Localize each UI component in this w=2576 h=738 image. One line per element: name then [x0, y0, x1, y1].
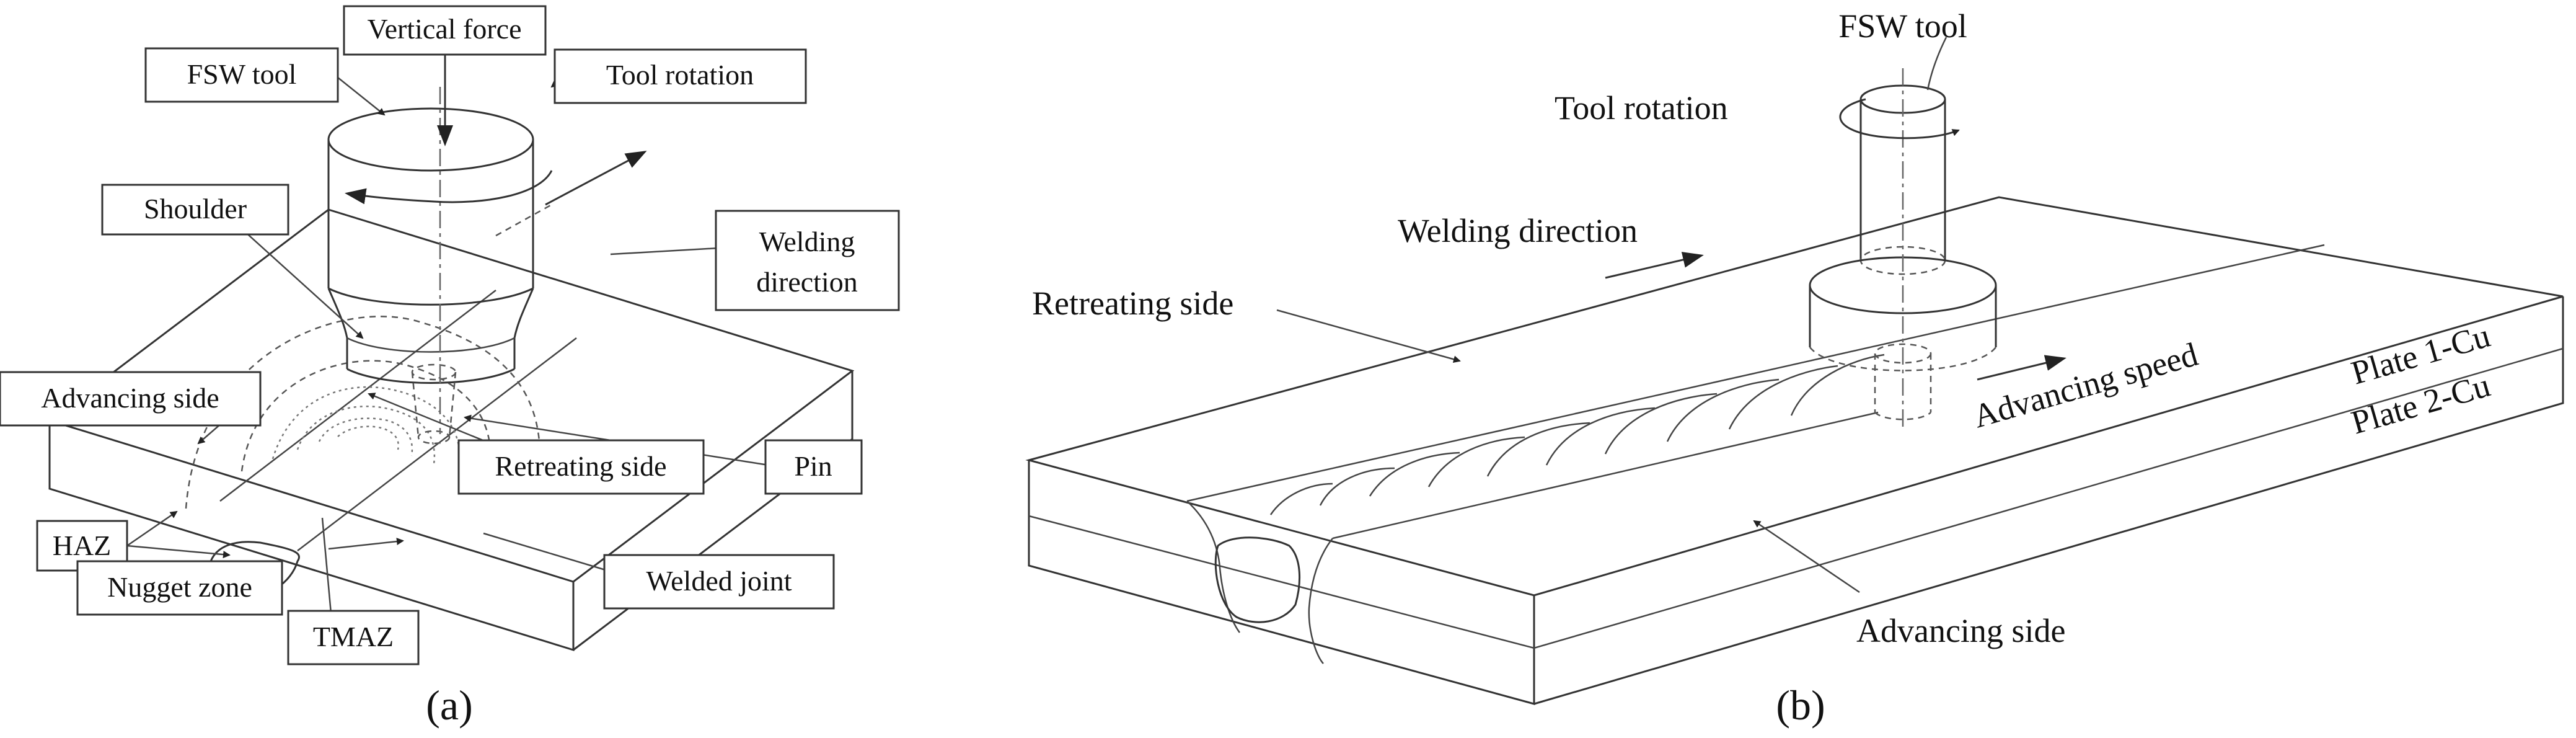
label-welding-direction-a: Welding direction: [715, 210, 900, 311]
retreating-side-leader-b: [1276, 309, 1461, 363]
leader-lines-a: [126, 61, 769, 621]
label-welding-direction-b: Welding direction: [1398, 212, 1638, 249]
label-fsw-tool-b: FSW tool: [1838, 7, 1967, 45]
caption-b: (b): [1776, 682, 1825, 729]
panel-a-diagram: Vertical force FSW tool Tool rotation Sh…: [0, 5, 900, 729]
label-advancing-side-b: Advancing side: [1856, 612, 2065, 649]
label-advancing-side-a: Advancing side: [0, 371, 262, 427]
fsw-tool-b: [1809, 68, 1997, 428]
label-tool-rotation-b: Tool rotation: [1555, 89, 1728, 127]
svg-text:Vertical force: Vertical force: [367, 13, 521, 45]
welding-direction-arrow-b: [1605, 252, 1704, 279]
label-pin: Pin: [764, 439, 863, 495]
svg-text:Welded joint: Welded joint: [646, 565, 792, 597]
advancing-side-leader-b: [1753, 520, 1860, 594]
svg-text:direction: direction: [756, 266, 858, 298]
advancing-speed-arrow: [1977, 355, 2067, 381]
plates-b: [1025, 196, 2564, 705]
caption-a: (a): [426, 682, 472, 729]
label-vertical-force: Vertical force: [343, 5, 547, 56]
svg-text:Shoulder: Shoulder: [144, 193, 247, 225]
label-shoulder: Shoulder: [101, 184, 289, 236]
welding-direction-arrow-a: [545, 151, 647, 206]
svg-text:Retreating side: Retreating side: [495, 450, 666, 482]
svg-text:Advancing side: Advancing side: [41, 382, 219, 414]
tool-rotation-arrow-b: [1839, 98, 1960, 140]
heat-zone-arcs: [185, 316, 541, 509]
tool-rotation-arrow: [345, 170, 553, 205]
fsw-tool-a: [327, 87, 552, 445]
svg-text:TMAZ: TMAZ: [313, 621, 394, 652]
label-fsw-tool-a: FSW tool: [144, 47, 339, 103]
label-welded-joint: Welded joint: [603, 554, 835, 610]
label-retreating-side-b: Retreating side: [1032, 285, 1233, 322]
svg-text:FSW tool: FSW tool: [187, 58, 297, 90]
label-tmaz: TMAZ: [287, 610, 420, 665]
panel-b-diagram: FSW tool Tool rotation Welding direction…: [1025, 7, 2564, 729]
fsw-tool-leader-b: [1926, 37, 1947, 91]
label-nugget-zone: Nugget zone: [76, 560, 283, 616]
svg-text:Nugget zone: Nugget zone: [107, 571, 252, 603]
label-tool-rotation-a: Tool rotation: [554, 48, 807, 104]
svg-text:Welding: Welding: [759, 226, 855, 257]
svg-text:Tool rotation: Tool rotation: [606, 59, 754, 91]
label-advancing-speed: Advancing speed: [1969, 336, 2202, 435]
label-haz: HAZ: [36, 520, 128, 572]
weld-ripples: [1269, 353, 1885, 515]
svg-text:HAZ: HAZ: [53, 530, 112, 561]
svg-text:Pin: Pin: [794, 450, 832, 482]
label-retreating-side-a: Retreating side: [457, 439, 705, 495]
